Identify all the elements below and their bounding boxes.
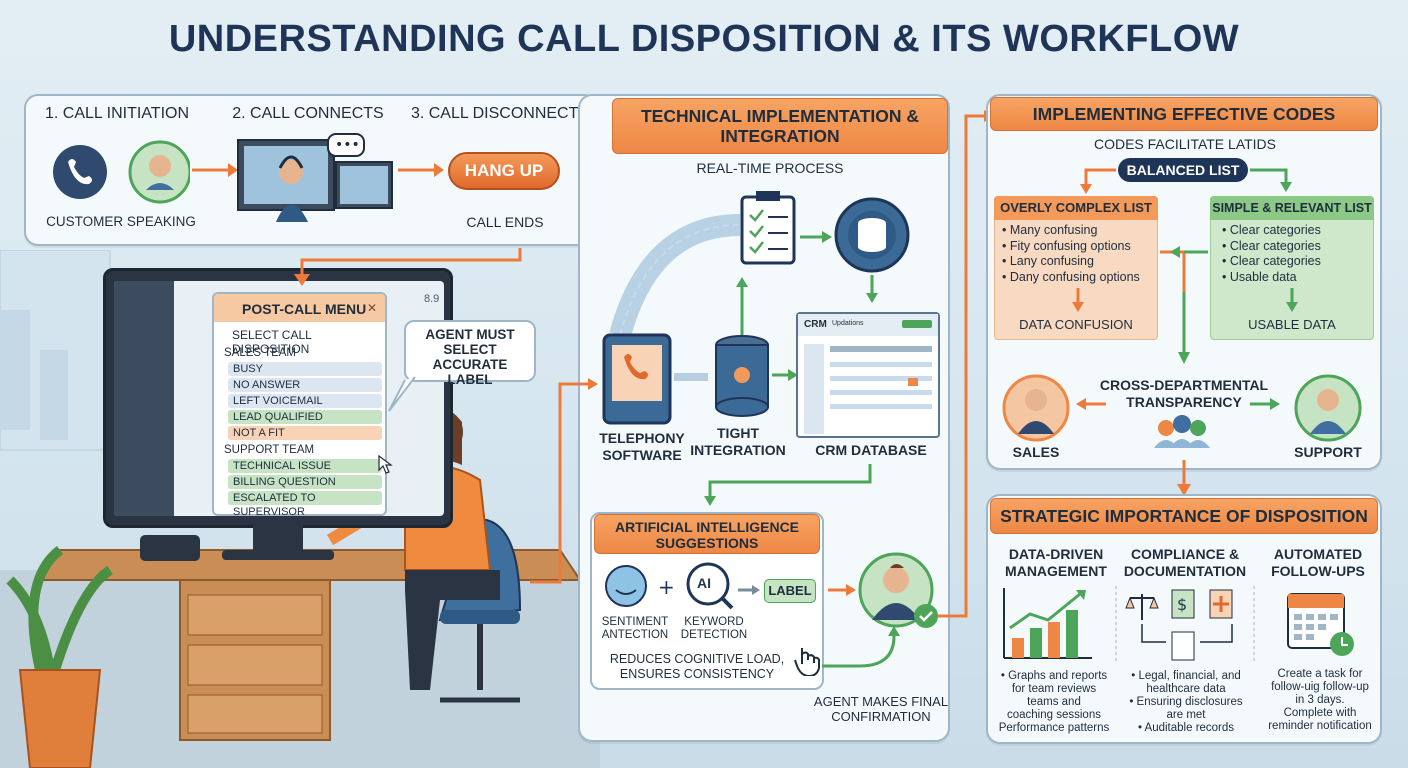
simple-list-title: SIMPLE & RELEVANT LIST [1210,196,1374,220]
ai-badge: AI [697,575,711,591]
data-confusion-label: DATA CONFUSION [1019,317,1133,332]
flow-arrow-2 [398,163,444,177]
hang-up-button[interactable]: HANG UP [448,152,560,190]
sales-team-header: SALES TEAM [224,347,297,359]
simple-list-box [1210,196,1374,340]
disposition-not-a-fit[interactable]: NOT A FIT [228,426,382,440]
col-followups-text: Create a task for follow-uig follow-up i… [1268,668,1372,732]
col-compliance-text: • Legal, financial, and healthcare data … [1129,670,1243,734]
cursor-icon [378,455,393,474]
strategic-title: STRATEGIC IMPORTANCE OF DISPOSITION [990,498,1378,534]
strategic-icons: $ [1003,586,1354,662]
ai-diagram: + [605,562,760,610]
label-chip: LABEL [764,579,816,603]
support-team-header: SUPPORT TEAM [224,444,315,456]
codes-subtitle: CODES FACILITATE LATIDS [1093,136,1277,152]
disposition-lead-qualified[interactable]: LEAD QUALIFIED [228,410,382,424]
cross-departmental-label: CROSS-DEPARTMENTAL TRANSPARENCY [1099,377,1269,410]
ai-title: ARTIFICIAL INTELLIGENCE SUGGESTIONS [594,514,820,554]
complex-list-title: OVERLY COMPLEX LIST [994,196,1158,220]
list-item: • Clear categories [1222,238,1321,253]
disposition-busy[interactable]: BUSY [228,362,382,376]
crm-to-ai-arrow [704,464,872,506]
codes-title: IMPLEMENTING EFFECTIVE CODES [990,97,1378,131]
list-item: • Clear categories [1222,254,1321,268]
list-item: • Many confusing [1002,223,1098,237]
simple-down-arrow [1286,288,1298,312]
list-item: • Clear categories [1222,223,1321,237]
crm-window: CRM Updations [796,312,940,438]
monitor-badge: 8.9 [424,293,440,305]
callout-tail [388,376,416,412]
customer-speaking-label: CUSTOMER SPEAKING [46,214,196,229]
post-call-menu: POST-CALL MENU ✕ SELECT CALL DISPOSITION… [212,292,387,518]
complex-list-items: • Many confusing • Fity confusing option… [1002,223,1158,285]
merge-arrows [1160,246,1208,364]
close-icon[interactable]: ✕ [367,301,378,315]
crm-database-label: CRM DATABASE [815,442,927,458]
balanced-arrows [1080,168,1292,194]
page-title: UNDERSTANDING CALL DISPOSITION & ITS WOR… [168,18,1240,60]
simple-list-items: • Clear categories • Clear categories • … [1222,223,1372,285]
real-time-process-label: REAL-TIME PROCESS [696,160,844,176]
col-followups-title: AUTOMATED FOLLOW-UPS [1271,546,1365,579]
disposition-escalated[interactable]: ESCALATED TO SUPERVISOR [228,491,382,518]
disposition-billing-question[interactable]: BILLING QUESTION [228,475,382,489]
svg-text:+: + [658,575,675,599]
accurate-label-callout: AGENT MUST SELECT ACCURATE LABEL [404,320,536,387]
phone-icon [53,140,190,204]
call-ends-label: CALL ENDS [466,214,544,230]
col-data-driven-text: • Graphs and reports for team reviews te… [998,670,1110,734]
step-call-initiation: 1. CALL INITIATION [44,105,190,122]
reduces-load-text: REDUCES COGNITIVE LOAD, ENSURES CONSISTE… [609,652,785,681]
disposition-technical-issue-resolved[interactable]: TECHNICAL ISSUE RESOLVED [228,459,382,486]
flow-arrow-1 [192,163,238,177]
hand-pointer-icon [794,648,820,676]
crm-window-title: CRM [804,319,827,330]
balanced-list-badge: BALANCED LIST [1118,158,1248,182]
integration-diagram [602,191,910,425]
agent-with-headset-icon: ••• [237,133,393,222]
technical-title: TECHNICAL IMPLEMENTATION & INTEGRATION [612,98,948,154]
svg-text:$: $ [1177,595,1187,614]
post-call-menu-title: POST-CALL MENU [242,301,367,317]
list-item: • Dany confusing options [1002,269,1140,284]
svg-text:•••: ••• [335,137,360,153]
telephony-software-label: TELEPHONY SOFTWARE [599,430,685,463]
col-compliance-title: COMPLIANCE & DOCUMENTATION [1123,546,1247,579]
sales-label: SALES [1012,444,1060,460]
sentiment-label: SENTIMENT ANTECTION [601,616,669,641]
disposition-no-answer[interactable]: NO ANSWER [228,378,382,392]
list-item: • Lany confusing [1002,254,1094,268]
step-call-connects: 2. CALL CONNECTS [232,105,384,122]
complex-down-arrow [1072,288,1084,312]
tight-integration-label: TIGHT INTEGRATION [690,425,786,458]
support-label: SUPPORT [1294,444,1362,460]
desk-to-tech-arrow [530,378,598,584]
crm-window-tab: Updations [832,320,864,327]
agent-confirmation-icon [822,552,938,668]
menu-subtitle: SELECT CALL DISPOSITION [232,328,312,356]
departments-diagram [1002,374,1362,448]
complex-list-box [994,196,1158,340]
usable-data-label: USABLE DATA [1248,317,1336,332]
agent-final-confirmation: AGENT MAKES FINAL CONFIRMATION [813,694,949,724]
office-scene [0,250,600,768]
list-item: • Fity confusing options [1002,238,1131,253]
disposition-left-voicemail[interactable]: LEFT VOICEMAIL [228,394,382,408]
keyword-label: KEYWORD DETECTION [680,616,748,641]
list-item: • Usable data [1222,269,1297,284]
step-call-disconnects: 3. CALL DISCONNECTS [410,105,590,122]
codes-to-strategic-arrow [1177,460,1191,496]
callout-text: AGENT MUST SELECT ACCURATE LABEL [425,327,515,387]
col-data-driven-title: DATA-DRIVEN MANAGEMENT [1005,546,1107,579]
flow-arrow-down [294,248,522,286]
